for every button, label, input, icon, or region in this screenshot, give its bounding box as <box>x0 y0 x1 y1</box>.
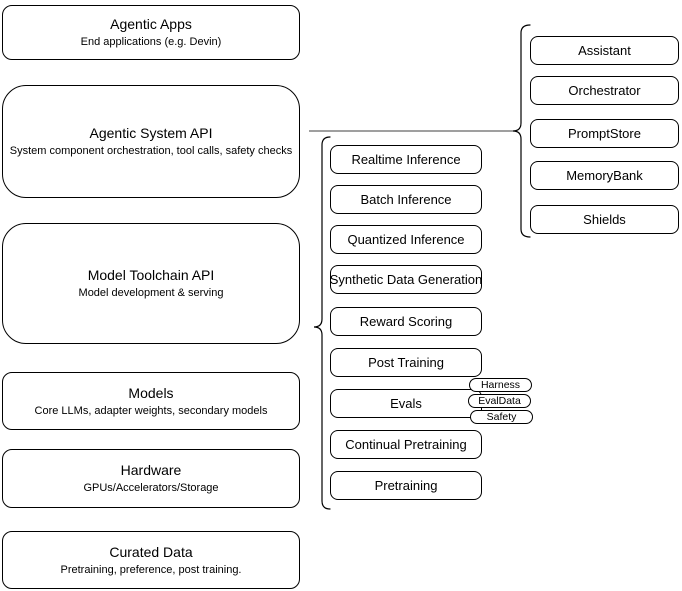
toolchain-box-pretraining: Pretraining <box>330 471 482 500</box>
toolchain-box-synthetic-data-generation: Synthetic Data Generation <box>330 265 482 294</box>
toolchain-box-batch-inference: Batch Inference <box>330 185 482 214</box>
box-curated-data-title: Curated Data <box>109 543 193 560</box>
box-model-toolchain-api-title: Model Toolchain API <box>87 267 215 283</box>
toolchain-box-reward-scoring: Reward Scoring <box>330 307 482 336</box>
toolchain-group-brace <box>313 136 331 510</box>
box-curated-data-subtitle: Pretraining, preference, post training. <box>60 563 242 576</box>
box-hardware-title: Hardware <box>120 462 182 478</box>
box-agentic-system-api: Agentic System API System component orch… <box>2 85 300 198</box>
box-agentic-apps: Agentic Apps End applications (e.g. Devi… <box>2 5 300 60</box>
box-model-toolchain-api-subtitle: Model development & serving <box>78 287 224 299</box>
component-box-orchestrator: Orchestrator <box>530 76 679 105</box>
box-models-title: Models <box>128 384 174 401</box>
box-curated-data: Curated Data Pretraining, preference, po… <box>2 531 300 589</box>
toolchain-box-evals: Evals <box>330 389 482 418</box>
box-model-toolchain-api: Model Toolchain API Model development & … <box>2 223 300 344</box>
component-box-promptstore: PromptStore <box>530 119 679 148</box>
eval-tag-harness: Harness <box>469 378 532 392</box>
box-agentic-system-api-subtitle: System component orchestration, tool cal… <box>9 145 293 157</box>
box-hardware: Hardware GPUs/Accelerators/Storage <box>2 449 300 508</box>
component-box-shields: Shields <box>530 205 679 234</box>
toolchain-box-continual-pretraining: Continual Pretraining <box>330 430 482 459</box>
toolchain-box-quantized-inference: Quantized Inference <box>330 225 482 254</box>
box-agentic-apps-subtitle: End applications (e.g. Devin) <box>80 36 222 48</box>
box-agentic-system-api-title: Agentic System API <box>89 125 213 141</box>
toolchain-box-post-training: Post Training <box>330 348 482 377</box>
box-agentic-apps-title: Agentic Apps <box>110 16 192 32</box>
toolchain-box-realtime-inference: Realtime Inference <box>330 145 482 174</box>
eval-tag-evaldata: EvalData <box>468 394 531 408</box>
box-models: Models Core LLMs, adapter weights, secon… <box>2 372 300 430</box>
components-group-brace <box>512 24 531 238</box>
component-box-memorybank: MemoryBank <box>530 161 679 190</box>
component-box-assistant: Assistant <box>530 36 679 65</box>
box-hardware-subtitle: GPUs/Accelerators/Storage <box>83 482 219 494</box>
box-models-subtitle: Core LLMs, adapter weights, secondary mo… <box>34 404 268 417</box>
eval-tag-safety: Safety <box>470 410 533 424</box>
